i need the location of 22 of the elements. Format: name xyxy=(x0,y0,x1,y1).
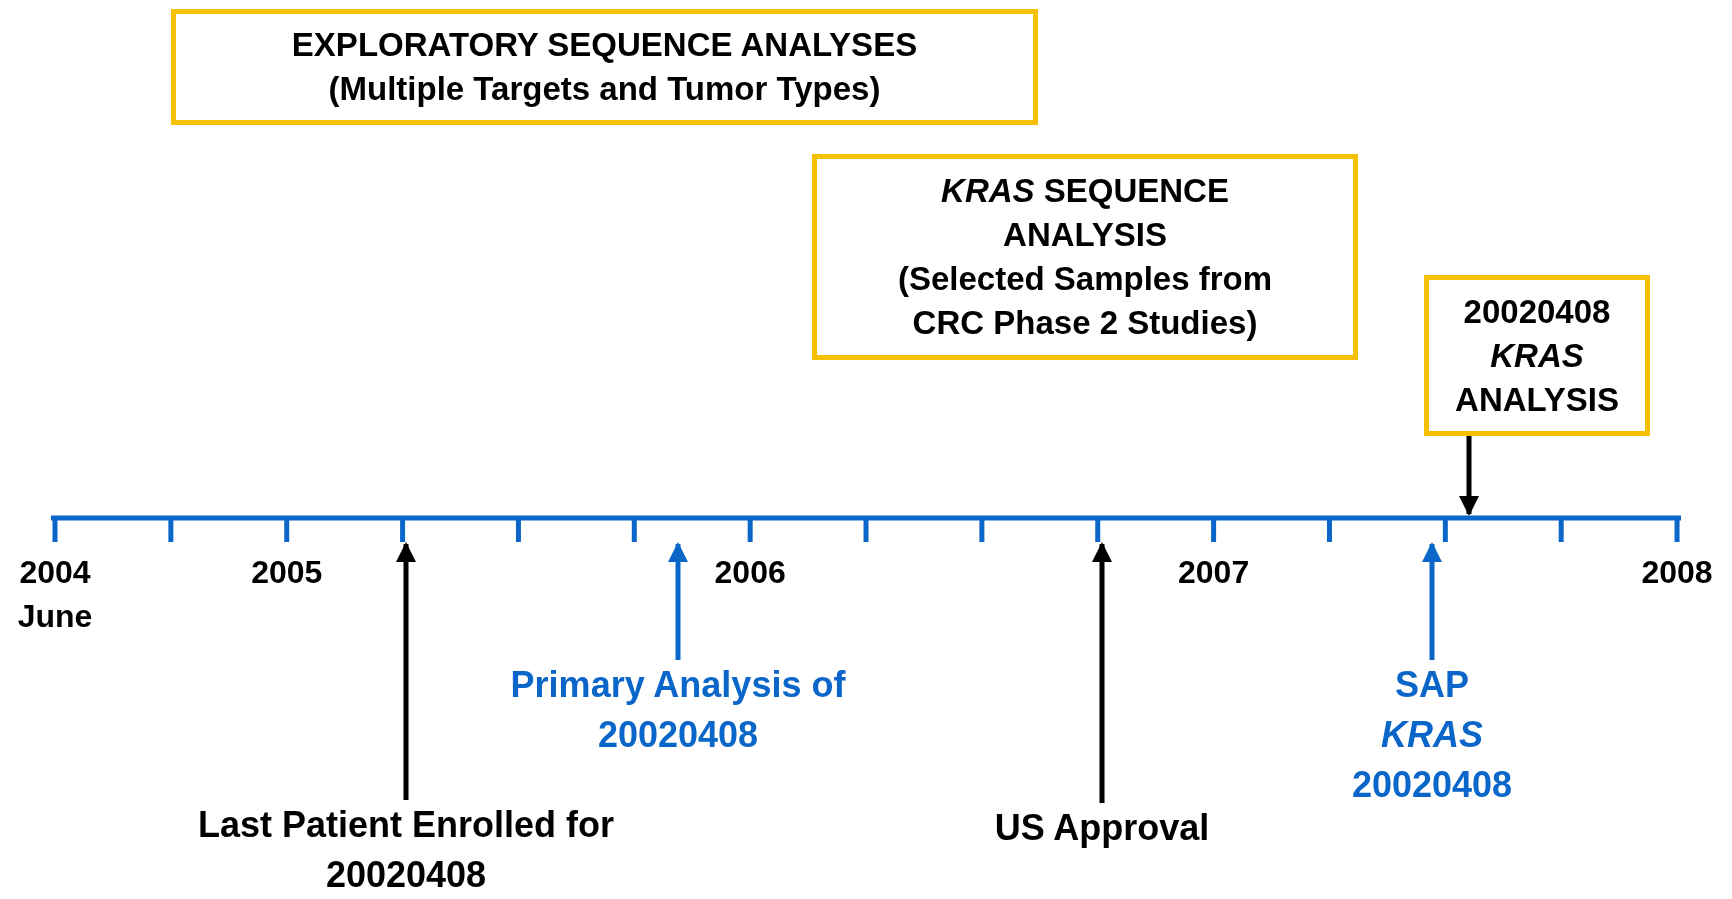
year-label: 2006 xyxy=(714,553,786,592)
year-label: 2005 xyxy=(251,553,323,592)
year-label: 2004 June xyxy=(17,553,93,636)
arrow xyxy=(1422,542,1442,660)
event-label: Last Patient Enrolled for 20020408 xyxy=(181,800,631,899)
box-subheading: (Multiple Targets and Tumor Types) xyxy=(328,69,881,109)
arrow xyxy=(1092,542,1112,803)
event-label: US Approval xyxy=(942,803,1262,853)
year-label: 2007 xyxy=(1178,553,1250,592)
box-heading: EXPLORATORY SEQUENCE ANALYSES xyxy=(291,25,918,65)
event-box xyxy=(1424,275,1650,436)
year-label: 2008 xyxy=(1641,553,1713,592)
event-label: SAP KRAS 20020408 xyxy=(1348,660,1516,810)
event-label: Primary Analysis of 20020408 xyxy=(503,660,853,760)
arrow xyxy=(1459,436,1479,516)
event-box xyxy=(812,154,1358,360)
arrow xyxy=(668,542,688,660)
arrow xyxy=(396,542,416,800)
box-label: 20020408 KRAS ANALYSIS xyxy=(1454,291,1620,420)
event-box xyxy=(171,9,1038,125)
box-subheading: (Selected Samples from CRC Phase 2 Studies) xyxy=(896,259,1274,343)
box-heading: KRAS SEQUENCE ANALYSIS xyxy=(940,171,1230,255)
